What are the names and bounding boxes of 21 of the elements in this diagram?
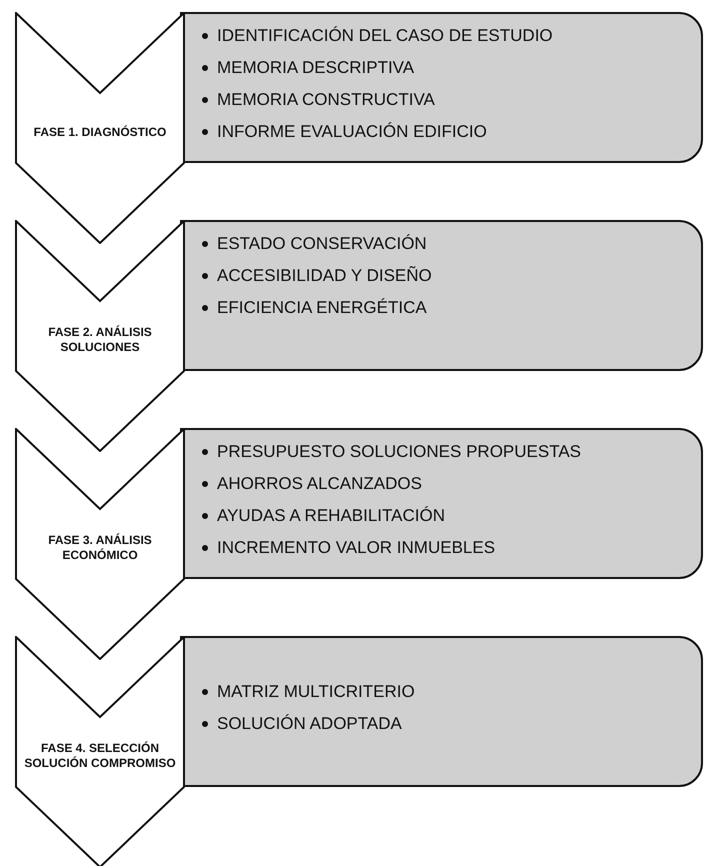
phase-label: FASE 3. ANÁLISIS ECONÓMICO (47, 532, 153, 564)
list-item-text: SOLUCIÓN ADOPTADA (217, 714, 402, 734)
content-panel (180, 636, 703, 787)
phase-label: FASE 1. DIAGNÓSTICO (32, 124, 168, 140)
phase-label: FASE 2. ANÁLISIS SOLUCIONES (47, 324, 153, 356)
list-item-text: ACCESIBILIDAD Y DISEÑO (217, 266, 432, 286)
list-item-text: INFORME EVALUACIÓN EDIFICIO (217, 122, 487, 142)
list-item-text: AYUDAS A REHABILITACIÓN (217, 506, 445, 526)
phase-label: FASE 4. SELECCIÓN SOLUCIÓN COMPROMISO (23, 740, 177, 772)
list-item-text: EFICIENCIA ENERGÉTICA (217, 298, 427, 318)
list-item-text: AHORROS ALCANZADOS (217, 474, 422, 494)
list-item-text: MEMORIA DESCRIPTIVA (217, 58, 414, 78)
content-panel (180, 12, 703, 163)
list-item-text: MEMORIA CONSTRUCTIVA (217, 90, 435, 110)
list-item-text: PRESUPUESTO SOLUCIONES PROPUESTAS (217, 442, 582, 462)
list-item-text: MATRIZ MULTICRITERIO (217, 682, 415, 702)
content-panel (180, 220, 703, 371)
list-item-text: ESTADO CONSERVACIÓN (217, 234, 427, 254)
list-item-text: IDENTIFICACIÓN DEL CASO DE ESTUDIO (217, 26, 553, 46)
content-panel (180, 428, 703, 579)
list-item-text: INCREMENTO VALOR INMUEBLES (217, 538, 496, 558)
